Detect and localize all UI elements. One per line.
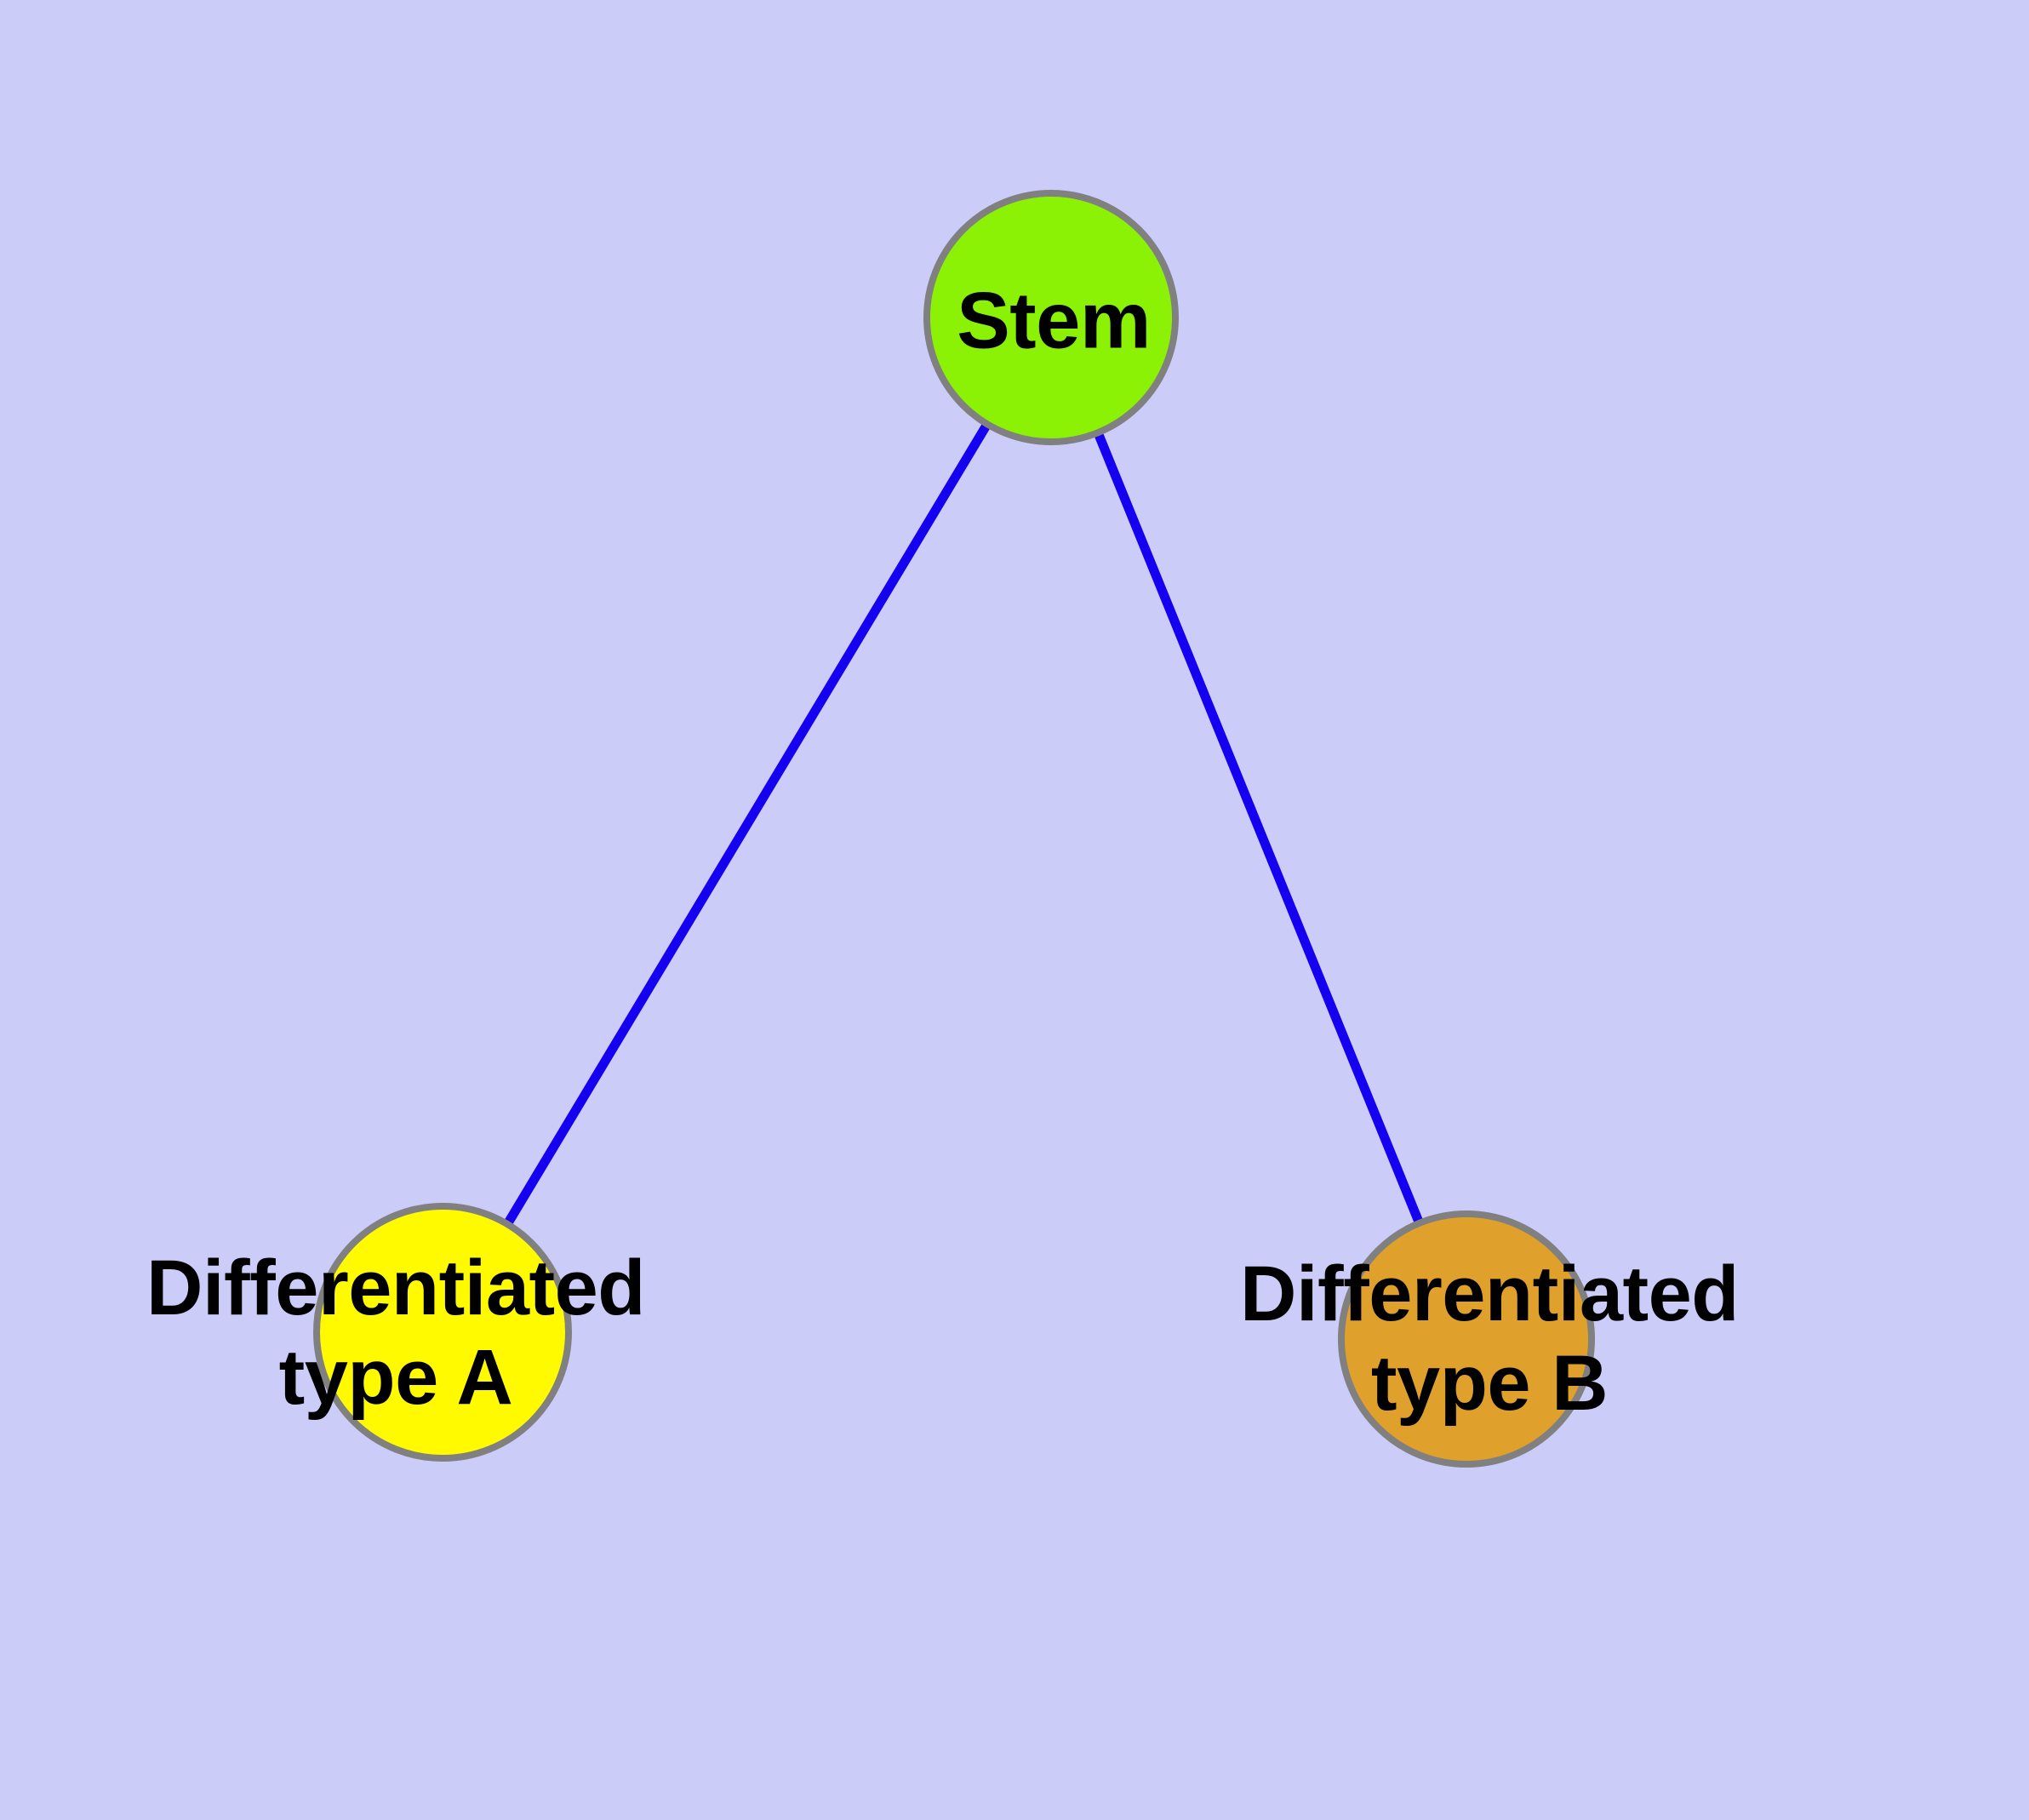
node-differentiated-type-b[interactable] — [1338, 1210, 1595, 1468]
node-stem-label: Stem — [957, 275, 1151, 365]
node-differentiated-type-a[interactable] — [313, 1203, 572, 1462]
edge-stem-to-diff-a — [438, 315, 1055, 1335]
node-stem[interactable] — [923, 190, 1179, 445]
edge-stem-to-diff-b — [1046, 315, 1472, 1342]
node-differentiated-type-a-label: Differentiated type A — [146, 1245, 645, 1421]
node-differentiated-type-b-label: Differentiated type B — [1240, 1251, 1739, 1427]
